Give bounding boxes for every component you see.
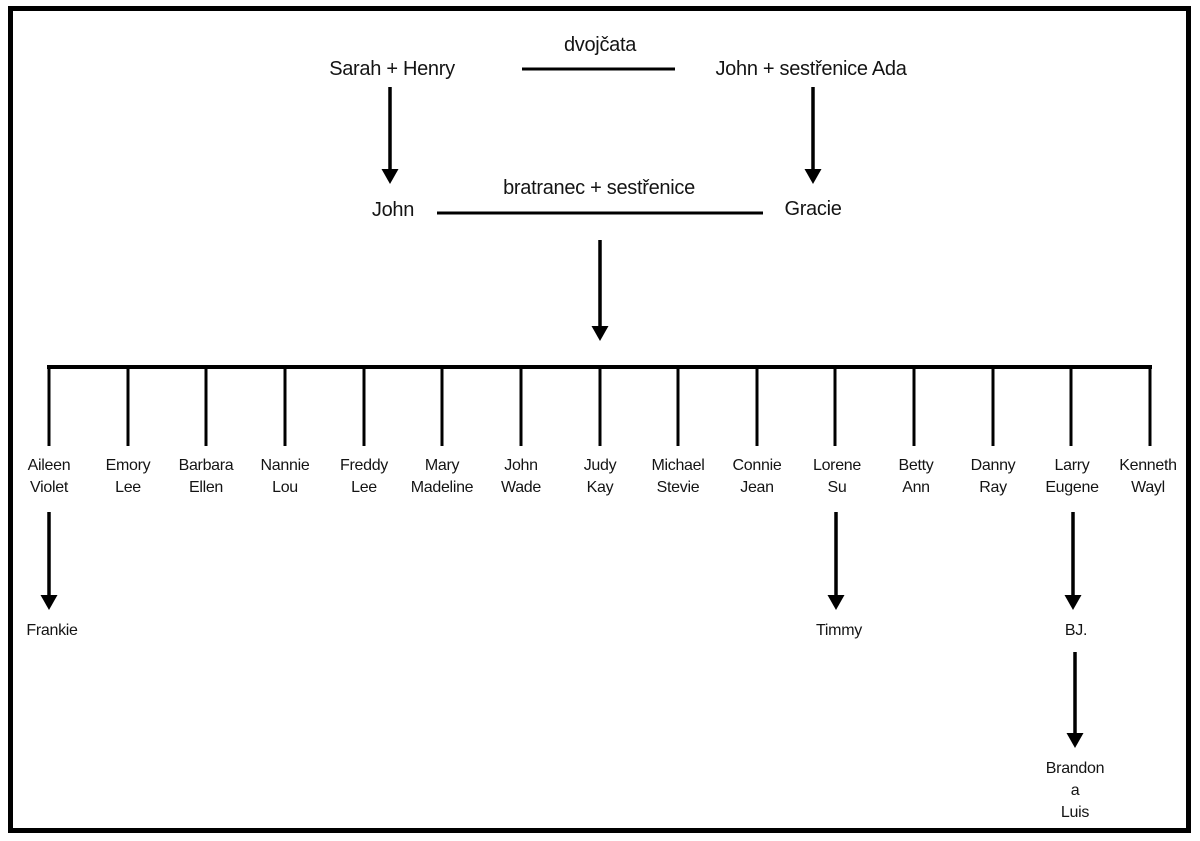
children-bar bbox=[47, 365, 1152, 446]
child-emory-lee: Emory Lee bbox=[105, 457, 151, 496]
persons-brandon-a-luis: Brandon a Luis bbox=[1045, 760, 1105, 821]
child-aileen-violet: Aileen Violet bbox=[27, 457, 71, 496]
child-john-wade: John Wade bbox=[500, 457, 542, 496]
child-larry-eugene: Larry Eugene bbox=[1045, 457, 1099, 496]
child-betty-ann: Betty Ann bbox=[898, 457, 934, 496]
child-kenneth-wayl: Kenneth Wayl bbox=[1119, 457, 1177, 496]
arrow-sarah-henry-to-john bbox=[381, 87, 399, 184]
child-judy-kay: Judy Kay bbox=[583, 457, 617, 496]
couple-sarah-henry: Sarah + Henry bbox=[329, 58, 455, 80]
arrow-bj-to-brandon-luis bbox=[1066, 652, 1084, 748]
child-connie-jean: Connie Jean bbox=[732, 457, 782, 496]
cousins-relation-label: bratranec + sestřenice bbox=[503, 177, 695, 199]
arrow-lorene-to-timmy bbox=[827, 512, 845, 610]
child-michael-stevie: Michael Stevie bbox=[651, 457, 705, 496]
person-john: John bbox=[371, 199, 415, 221]
person-frankie: Frankie bbox=[26, 622, 78, 639]
child-freddy-lee: Freddy Lee bbox=[340, 457, 388, 496]
child-barbara-ellen: Barbara Ellen bbox=[178, 457, 234, 496]
child-lorene-su: Lorene Su bbox=[812, 457, 862, 496]
couple-john-ada: John + sestřenice Ada bbox=[715, 58, 907, 80]
arrow-larry-to-bj bbox=[1064, 512, 1082, 610]
arrow-couple-to-children bbox=[591, 240, 609, 341]
person-gracie: Gracie bbox=[784, 198, 842, 220]
child-danny-ray: Danny Ray bbox=[970, 457, 1016, 496]
person-timmy: Timmy bbox=[816, 622, 862, 639]
page-border bbox=[8, 6, 1191, 833]
child-nannie-lou: Nannie Lou bbox=[260, 457, 310, 496]
child-mary-madeline: Mary Madeline bbox=[410, 457, 474, 496]
arrow-aileen-to-frankie bbox=[40, 512, 58, 610]
twins-relation-label: dvojčata bbox=[563, 34, 637, 56]
person-bj: BJ. bbox=[1064, 622, 1088, 639]
arrow-john-ada-to-gracie bbox=[804, 87, 822, 184]
